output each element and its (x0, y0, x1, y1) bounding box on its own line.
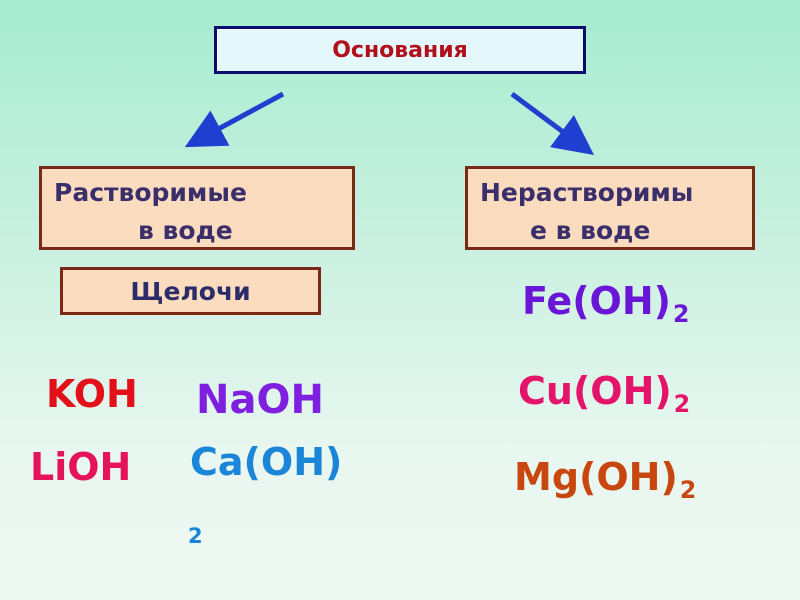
node-insoluble: Нерастворимы е в воде (465, 166, 755, 250)
formula-koh: KOH (46, 372, 138, 416)
formula-mgoh: Mg(OH)2 (514, 458, 696, 503)
formula-feoh: Fe(OH)2 (522, 282, 689, 327)
soluble-label-line1: Растворимые (54, 178, 247, 207)
formula-mgoh-index: 2 (679, 476, 697, 505)
node-alkalis: Щелочи (60, 267, 321, 315)
formula-mgoh-base: Mg(OH) (514, 455, 678, 499)
formula-feoh-index: 2 (673, 300, 690, 329)
formula-cuoh: Cu(OH)2 (518, 372, 690, 417)
root-label: Основания (332, 37, 468, 63)
arrow-left (184, 91, 285, 148)
insoluble-label-line2: е в воде (530, 216, 651, 245)
formula-cuoh-index: 2 (673, 390, 691, 419)
formula-caoh: Ca(OH) (190, 440, 343, 484)
insoluble-label-line1: Нерастворимы (480, 178, 694, 207)
formula-caoh-index: 2 (188, 524, 203, 548)
formula-lioh: LiOH (30, 445, 132, 489)
soluble-label-line2: в воде (138, 216, 233, 245)
alkalis-label: Щелочи (130, 276, 251, 306)
root-node-bases: Основания (214, 26, 586, 74)
node-soluble: Растворимые в воде (39, 166, 355, 250)
formula-cuoh-base: Cu(OH) (518, 369, 672, 413)
formula-naoh: NaOH (196, 377, 324, 423)
formula-feoh-base: Fe(OH) (522, 279, 672, 323)
arrow-right (510, 91, 595, 155)
